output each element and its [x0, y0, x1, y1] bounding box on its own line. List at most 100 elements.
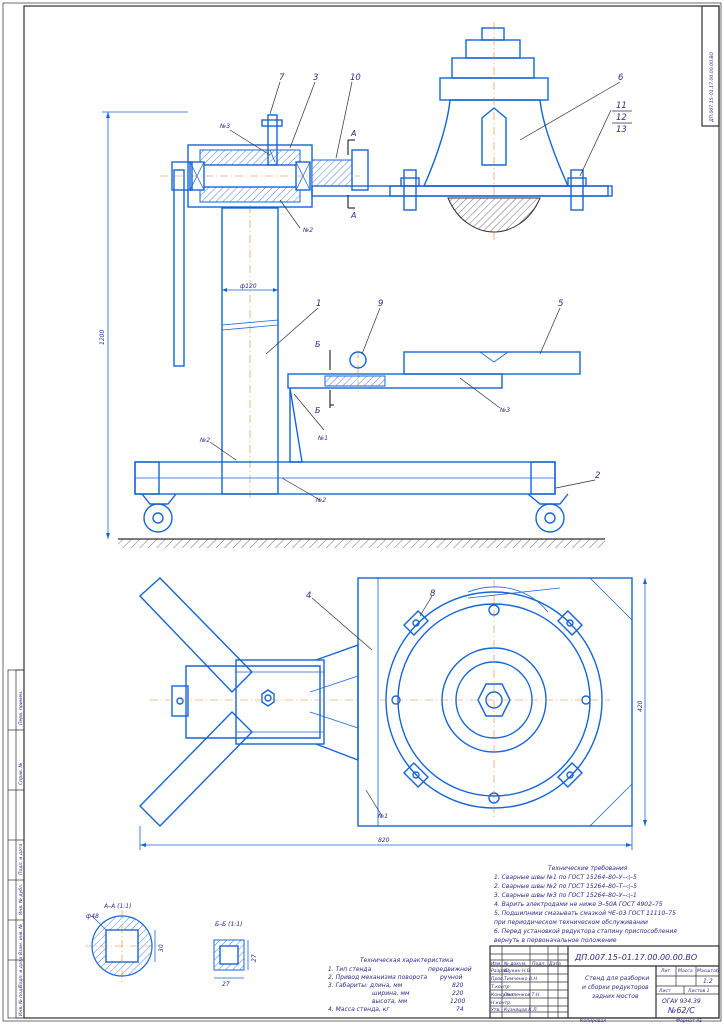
group: №62/С [667, 1006, 695, 1015]
stamp-vzam: Взам. инв. № [18, 924, 24, 955]
section-a-diam: ф48 [86, 913, 99, 920]
vertical-code: ДП.007.15–01.17.00.00.00.ВО [709, 51, 715, 123]
section-b-size1: 27 [251, 954, 258, 962]
leg-upper [138, 577, 253, 694]
section-a-size: 30 [158, 944, 165, 952]
dim-width-420: 420 [637, 700, 644, 712]
clamps [402, 609, 584, 789]
tech-req-item-0: 1. Сварные швы №1 по ГОСТ 15264–80–У–◁–5 [494, 874, 637, 881]
tech-char-row-0-label: 1. Тип стенда [328, 966, 372, 973]
callout-9: 9 [378, 299, 383, 309]
section-mark-b-top: Б [315, 340, 321, 349]
format-label: Формат А1 [676, 1018, 702, 1024]
tech-req-item-6: 6. Перед установкой редуктора стапину пр… [494, 928, 677, 935]
name-3: Очеленков Т.Н. [504, 992, 541, 998]
callout-1: 1 [316, 299, 321, 309]
section-b-b: Б–Б (1:1) 27 27 [213, 921, 258, 988]
tech-characteristics: Техническая характеристика 1. Тип стенда… [328, 957, 472, 1013]
weld-n2-bottom: №2 [315, 497, 326, 504]
tech-char-row-3-value: 220 [452, 990, 464, 997]
title-block: ДП.007.15–01.17.00.00.00.ВО Изм. № докум… [489, 945, 720, 1024]
callout-8: 8 [430, 589, 436, 599]
organization: ОГАУ 934.39 [662, 998, 701, 1005]
tech-req-item-2: 3. Сварные швы №3 по ГОСТ 15264–80–У–◁–1 [494, 892, 637, 899]
section-a-title: А–А (1:1) [103, 903, 131, 910]
hdr-date: Дата [548, 961, 561, 967]
callout-7: 7 [279, 73, 285, 83]
section-b-title: Б–Б (1:1) [215, 921, 242, 928]
front-view: ф120 [99, 22, 632, 548]
stamp-dubl: Инв. № дубл. [18, 884, 24, 915]
stamp-date1: Подп. и дата [18, 844, 24, 875]
callout-4: 4 [306, 591, 311, 601]
weld-n3-top: №3 [219, 123, 230, 130]
tool-tray-5 [403, 351, 581, 375]
tech-char-row-2-value: 820 [452, 982, 464, 989]
section-mark-a-bottom: А [350, 211, 356, 220]
ground-hatch [118, 539, 605, 548]
role-1: Пров. [491, 976, 504, 982]
tech-char-row-5-value: 74 [456, 1006, 464, 1013]
callout-5: 5 [558, 299, 563, 309]
callout-2: 2 [595, 471, 600, 481]
top-view: 820 420 4 8 №1 [138, 577, 647, 850]
stamp-date2: Подп. и дата [18, 957, 24, 988]
hdr-scale: Масштаб [697, 968, 719, 974]
tech-requirements: Технические требования 1. Сварные швы №1… [494, 865, 677, 944]
wheel-right [527, 493, 569, 533]
stamp-podl: Инв. № подл. [18, 984, 24, 1016]
stamp-code-main: ДП.007.15–01.17.00.00.00.ВО [574, 953, 697, 962]
hdr-lit: Лит. [660, 968, 672, 974]
section-a-a: А–А (1:1) ф48 30 [85, 903, 165, 982]
tech-req-item-7: вернуть в первоначальное положение [494, 937, 617, 944]
name-5: Кузнецов К.Л. [504, 1007, 538, 1013]
rotating-plate [357, 577, 633, 827]
callout-11: 11 [616, 101, 627, 111]
tech-char-row-0-value: передвижной [428, 966, 472, 973]
weld-n3-arm: №3 [499, 407, 510, 414]
callout-13: 13 [616, 125, 627, 135]
sheet-label: Лист [658, 988, 671, 994]
dim-diam-120: ф120 [240, 283, 257, 290]
weld-n1-front: №1 [317, 435, 328, 442]
shaft-10 [351, 149, 369, 191]
leaders [209, 81, 621, 501]
callout-6: 6 [618, 73, 624, 83]
callout-12: 12 [616, 113, 627, 123]
title-line-2: и сборки редукторов [582, 984, 649, 991]
crank-handle [173, 169, 185, 367]
tech-req-item-3: 4. Варить электродами не ниже Э–50А ГОСТ… [494, 901, 663, 908]
leg-lower [139, 711, 253, 827]
tech-char-row-3-label: ширина, мм [372, 990, 410, 997]
sheets-label: Листов 1 [687, 988, 710, 994]
tech-req-item-4: 5. Подшипники смазывать смазкой ЧЕ–03 ГО… [494, 910, 676, 917]
dim-width-820: 820 [378, 837, 390, 844]
wheel-left [141, 493, 177, 533]
tech-char-row-4-value: 1200 [450, 998, 465, 1005]
tech-char-row-4-label: высота, мм [372, 998, 408, 1005]
hdr-doc: № докум. [503, 961, 527, 967]
gearbox [422, 22, 570, 240]
stamp-sprav: Справ. № [18, 762, 24, 785]
title-line-3: задних мостов [592, 993, 639, 1000]
tech-req-title: Технические требования [548, 865, 628, 872]
callout-10: 10 [350, 73, 361, 83]
scale-value: 1:2 [703, 978, 713, 985]
dim-height-1200: 1200 [99, 330, 106, 345]
hdr-sign: Подп. [532, 961, 546, 967]
weld-n2-mid: №2 [199, 437, 210, 444]
section-mark-b-bottom: Б [315, 406, 321, 415]
side-stamp: Перв. примен. Справ. № Подп. и дата Инв.… [7, 669, 25, 1019]
name-1: Тимченко В.Н. [504, 976, 538, 982]
role-4: Н.контр. [491, 1000, 512, 1006]
name-0: Щукин Н.В. [504, 968, 532, 974]
tech-char-row-5-label: 4. Масса стенда, кг [328, 1006, 390, 1013]
title-line-1: Стенд для разборки [585, 975, 649, 982]
weld-n1-top: №1 [377, 813, 388, 820]
section-b-size2: 27 [222, 981, 230, 988]
weld-n2-top: №2 [302, 227, 313, 234]
tech-char-row-1-value: ручной [439, 974, 462, 981]
vertical-code-box: ДП.007.15–01.17.00.00.00.ВО [701, 5, 720, 127]
